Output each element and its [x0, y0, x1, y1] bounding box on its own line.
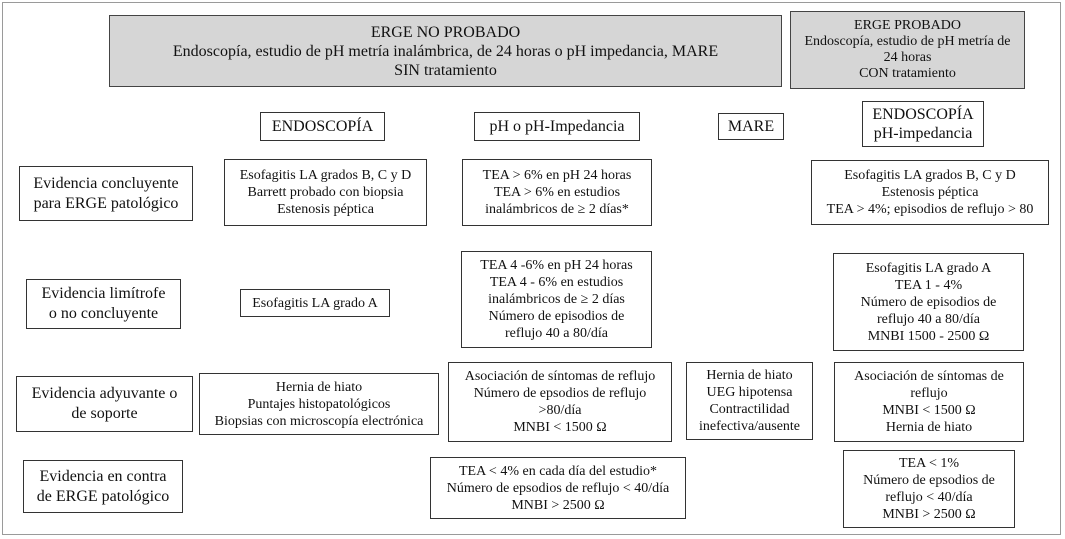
column-header-label: ENDOSCOPÍA [271, 118, 374, 135]
row-label-line: o no concluyente [48, 305, 159, 322]
row-label-line: de ERGE patológico [36, 487, 170, 505]
cell-adyuvante-endoscopia: Hernia de hiato Puntajes histopatológico… [199, 373, 439, 435]
cell-line: TEA > 4%; episodios de reflujo > 80 [826, 202, 1034, 217]
cell-line: Número de episodios de [488, 309, 625, 324]
cell-line: Asociación de síntomas de reflujo [464, 369, 656, 384]
cell-line: TEA < 4% en cada día del estudio* [458, 463, 657, 479]
header-line: ERGE NO PROBADO [370, 23, 521, 41]
column-header-ph-impedancia: pH o pH-Impedancia [474, 112, 640, 141]
cell-line: Número de epsodios de [863, 473, 995, 488]
cell-line: TEA 4 - 6% en estudios [489, 275, 624, 290]
cell-line: Barrett probado con biopsia [247, 185, 404, 200]
cell-line: Esofagitis LA grados B, C y D [239, 168, 412, 183]
cell-line: Número de epsodios de reflujo [473, 386, 647, 401]
cell-line: Hernia de hiato [275, 379, 363, 395]
header-erge-probado: ERGE PROBADO Endoscopía, estudio de pH m… [790, 11, 1025, 89]
cell-line: Puntajes histopatológicos [247, 396, 391, 412]
column-header-label: ENDOSCOPÍA [872, 106, 974, 123]
cell-line: TEA 4 -6% en pH 24 horas [480, 258, 633, 273]
cell-limitrofe-probado: Esofagitis LA grado A TEA 1 - 4% Número … [833, 253, 1024, 351]
row-label-line: Evidencia limítrofe [41, 285, 166, 302]
cell-line: TEA < 1% [899, 456, 959, 471]
column-header-label: MARE [727, 118, 775, 135]
row-label-en-contra: Evidencia en contra de ERGE patológico [23, 460, 183, 513]
cell-line: UEG hipotensa [706, 385, 793, 400]
header-line: 24 horas [883, 50, 932, 65]
cell-limitrofe-endoscopia: Esofagitis LA grado A [240, 289, 390, 317]
cell-line: MNBI < 1500 Ω [882, 403, 976, 418]
cell-line: TEA > 6% en estudios [493, 185, 621, 200]
row-label-limitrofe: Evidencia limítrofe o no concluyente [26, 279, 181, 329]
row-label-concluyente: Evidencia concluyente para ERGE patológi… [19, 166, 193, 221]
cell-line: Estenosis péptica [881, 185, 979, 200]
cell-en-contra-ph: TEA < 4% en cada día del estudio* Número… [430, 457, 686, 519]
cell-adyuvante-ph: Asociación de síntomas de reflujo Número… [448, 362, 672, 442]
cell-line: MNBI > 2500 Ω [511, 497, 605, 513]
column-header-label: pH-impedancia [873, 125, 973, 142]
cell-line: reflujo < 40/día [885, 490, 973, 505]
cell-line: TEA > 6% en pH 24 horas [482, 168, 632, 183]
row-label-line: Evidencia adyuvante o [31, 385, 178, 402]
cell-line: Esofagitis LA grado A [252, 295, 378, 311]
cell-line: inalámbricos de ≥ 2 días* [485, 202, 629, 217]
cell-line: TEA 1 - 4% [894, 277, 963, 293]
cell-adyuvante-probado: Asociación de síntomas de reflujo MNBI <… [834, 362, 1024, 442]
header-line: CON tratamiento [859, 66, 956, 81]
cell-line: reflujo 40 a 80/día [504, 326, 609, 341]
cell-line: inalámbricos de ≥ 2 días [488, 292, 625, 307]
header-line: SIN tratamiento [394, 61, 497, 79]
cell-concluyente-probado: Esofagitis LA grados B, C y D Estenosis … [811, 160, 1049, 225]
cell-limitrofe-ph: TEA 4 -6% en pH 24 horas TEA 4 - 6% en e… [461, 251, 652, 348]
cell-line: Número de episodios de [860, 294, 997, 310]
cell-line: MNBI > 2500 Ω [882, 507, 976, 522]
cell-line: >80/día [538, 403, 582, 418]
cell-concluyente-ph: TEA > 6% en pH 24 horas TEA > 6% en estu… [462, 159, 652, 226]
cell-line: Contractilidad [709, 402, 790, 417]
cell-line: Número de epsodios de reflujo < 40/día [446, 480, 670, 496]
cell-en-contra-probado: TEA < 1% Número de epsodios de reflujo <… [843, 450, 1015, 528]
row-label-line: Evidencia en contra [39, 467, 167, 485]
cell-adyuvante-mare: Hernia de hiato UEG hipotensa Contractil… [686, 362, 813, 440]
cell-line: Estenosis péptica [277, 202, 374, 217]
row-label-line: para ERGE patológico [33, 194, 179, 212]
column-header-endoscopia: ENDOSCOPÍA [260, 112, 385, 141]
row-label-adyuvante: Evidencia adyuvante o de soporte [16, 376, 193, 432]
cell-line: MNBI 1500 - 2500 Ω [867, 328, 990, 344]
column-header-mare: MARE [718, 113, 784, 140]
cell-line: Esofagitis LA grado A [865, 260, 992, 276]
header-line: Endoscopía, estudio de pH metría inalámb… [172, 42, 719, 60]
cell-line: MNBI < 1500 Ω [513, 420, 607, 435]
column-header-label: pH o pH-Impedancia [489, 118, 625, 135]
row-label-line: Evidencia concluyente [33, 174, 179, 192]
cell-line: Esofagitis LA grados B, C y D [844, 168, 1016, 183]
cell-line: Hernia de hiato [706, 368, 793, 383]
cell-line: reflujo [910, 386, 948, 401]
cell-line: Biopsias con microscopía electrónica [214, 413, 424, 429]
column-header-probado: ENDOSCOPÍA pH-impedancia [862, 101, 984, 147]
header-line: Endoscopía, estudio de pH metría de [804, 34, 1011, 49]
cell-line: Asociación de síntomas de [854, 369, 1004, 384]
cell-line: reflujo 40 a 80/día [876, 311, 981, 327]
header-erge-no-probado: ERGE NO PROBADO Endoscopía, estudio de p… [109, 15, 782, 87]
header-line: ERGE PROBADO [854, 18, 961, 33]
cell-concluyente-endoscopia: Esofagitis LA grados B, C y D Barrett pr… [224, 159, 427, 226]
cell-line: Hernia de hiato [885, 420, 973, 435]
cell-line: inefectiva/ausente [698, 419, 801, 434]
row-label-line: de soporte [71, 405, 138, 422]
